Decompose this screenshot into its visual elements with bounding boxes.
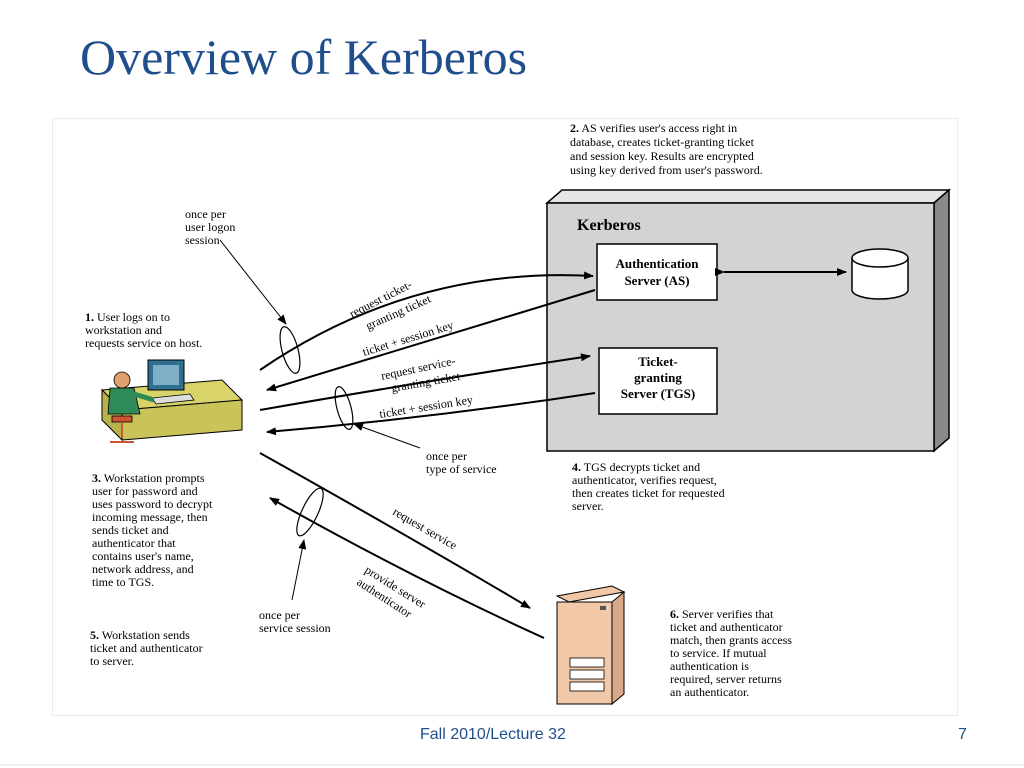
- svg-text:authentication is: authentication is: [670, 659, 749, 673]
- request-service-arrow: [259, 452, 531, 609]
- svg-text:once per: once per: [426, 449, 467, 463]
- svg-text:workstation and: workstation and: [85, 323, 162, 337]
- svg-text:then creates ticket for reques: then creates ticket for requested: [572, 486, 725, 500]
- annotation-once-per-logon: once per user logon session: [185, 207, 235, 247]
- svg-text:ticket and authenticator: ticket and authenticator: [670, 620, 783, 634]
- service-type-loop: [334, 386, 354, 430]
- step-3-text: 3. Workstation prompts user for password…: [92, 471, 213, 589]
- kerberos-label: Kerberos: [577, 217, 641, 234]
- svg-text:network address, and: network address, and: [92, 562, 194, 576]
- request-tgt-arrow: [259, 271, 594, 371]
- svg-text:ticket and authenticator: ticket and authenticator: [90, 641, 203, 655]
- step-6-text: 6. Server verifies that ticket and authe…: [670, 607, 792, 699]
- svg-text:time to TGS.: time to TGS.: [92, 575, 154, 589]
- svg-text:6. Server verifies that: 6. Server verifies that: [670, 607, 774, 621]
- tgs-label-line-1: Ticket-: [638, 354, 677, 369]
- svg-text:authenticator, verifies reques: authenticator, verifies request,: [572, 473, 717, 487]
- logon-session-loop: [279, 326, 301, 374]
- svg-text:user for password and: user for password and: [92, 484, 198, 498]
- svg-text:using key derived from user's: using key derived from user's password.: [570, 163, 763, 177]
- request-service-label: request service: [391, 504, 460, 552]
- step-5-text: 5. Workstation sends ticket and authenti…: [90, 628, 203, 668]
- svg-text:server.: server.: [572, 499, 604, 513]
- step-2-text: 2. AS verifies user's access right in da…: [570, 121, 763, 177]
- kerberos-diagram: Kerberos Authentication Server (AS) Tick…: [85, 121, 952, 706]
- svg-text:1. User logs on to: 1. User logs on to: [85, 310, 170, 324]
- svg-text:session: session: [185, 233, 220, 247]
- annotation-once-per-service-type: once per type of service: [426, 449, 497, 476]
- svg-text:service session: service session: [259, 621, 331, 635]
- svg-text:match, then grants access: match, then grants access: [670, 633, 792, 647]
- as-label-line-2: Server (AS): [624, 273, 689, 288]
- authentication-server-box: [596, 243, 718, 301]
- database-icon: [851, 248, 909, 300]
- tgs-label-line-3: Server (TGS): [621, 386, 696, 401]
- svg-text:once per: once per: [259, 608, 300, 622]
- svg-text:2. AS verifies user's access r: 2. AS verifies user's access right in: [570, 121, 737, 135]
- logon-pointer-line: [219, 239, 287, 325]
- service-ticket-response-arrow: [266, 392, 596, 436]
- svg-text:required, server returns: required, server returns: [670, 672, 782, 686]
- svg-text:type of service: type of service: [426, 462, 497, 476]
- request-service-ticket-arrow: [259, 353, 591, 411]
- bottom-divider: [0, 764, 1024, 766]
- service-type-pointer-line: [353, 423, 421, 449]
- service-session-pointer-line: [291, 539, 307, 601]
- svg-text:once per: once per: [185, 207, 226, 221]
- tgs-label-line-2: granting: [634, 370, 682, 385]
- as-label-line-1: Authentication: [615, 256, 699, 271]
- svg-text:requests service on host.: requests service on host.: [85, 336, 202, 350]
- footer-lecture-label: Fall 2010/Lecture 32: [420, 726, 566, 743]
- svg-text:4. TGS decrypts ticket and: 4. TGS decrypts ticket and: [572, 460, 700, 474]
- svg-text:contains user's name,: contains user's name,: [92, 549, 194, 563]
- svg-text:and session key. Results are e: and session key. Results are encrypted: [570, 149, 754, 163]
- svg-text:3. Workstation prompts: 3. Workstation prompts: [92, 471, 205, 485]
- svg-text:to server.: to server.: [90, 654, 134, 668]
- svg-text:database, creates ticket-grant: database, creates ticket-granting ticket: [570, 135, 755, 149]
- annotation-once-per-service-session: once per service session: [259, 608, 331, 635]
- svg-text:user logon: user logon: [185, 220, 235, 234]
- svg-text:an authenticator.: an authenticator.: [670, 685, 749, 699]
- svg-text:sends ticket and: sends ticket and: [92, 523, 169, 537]
- slide-number: 7: [958, 726, 967, 743]
- svg-text:incoming message, then: incoming message, then: [92, 510, 208, 524]
- svg-text:to service. If mutual: to service. If mutual: [670, 646, 767, 660]
- provide-authenticator-arrow: [269, 497, 545, 639]
- svg-text:authenticator that: authenticator that: [92, 536, 176, 550]
- step-1-text: 1. User logs on to workstation and reque…: [85, 310, 202, 350]
- tgt-response-arrow: [266, 289, 596, 392]
- svg-text:uses password to decrypt: uses password to decrypt: [92, 497, 213, 511]
- svg-text:5. Workstation sends: 5. Workstation sends: [90, 628, 190, 642]
- tgs-box: [598, 347, 718, 415]
- slide-title: Overview of Kerberos: [80, 29, 528, 85]
- server-tower-illustration: [555, 585, 626, 706]
- service-session-loop: [296, 487, 324, 537]
- step-4-text: 4. TGS decrypts ticket and authenticator…: [572, 460, 725, 513]
- workstation-user-illustration: [100, 359, 244, 443]
